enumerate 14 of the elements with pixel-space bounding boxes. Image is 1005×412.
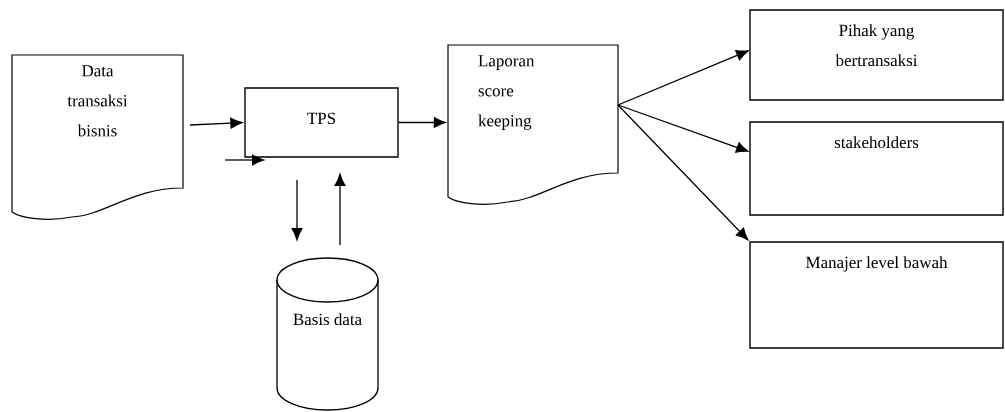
arrow bbox=[617, 104, 749, 241]
arrow bbox=[334, 173, 346, 246]
node-label: Basis data bbox=[293, 313, 362, 326]
arrow bbox=[398, 117, 447, 128]
arrow bbox=[617, 104, 749, 153]
arrow bbox=[617, 50, 749, 106]
arrow bbox=[189, 117, 243, 129]
process-box: stakeholders bbox=[749, 121, 1004, 216]
process-box: Pihak yang bertransaksi bbox=[749, 9, 1004, 101]
arrow bbox=[291, 179, 303, 241]
arrow bbox=[224, 154, 265, 166]
process-box: TPS bbox=[244, 87, 399, 158]
process-box: Manajer level bawah bbox=[749, 241, 1004, 349]
database-cylinder: Basis data bbox=[276, 257, 379, 411]
